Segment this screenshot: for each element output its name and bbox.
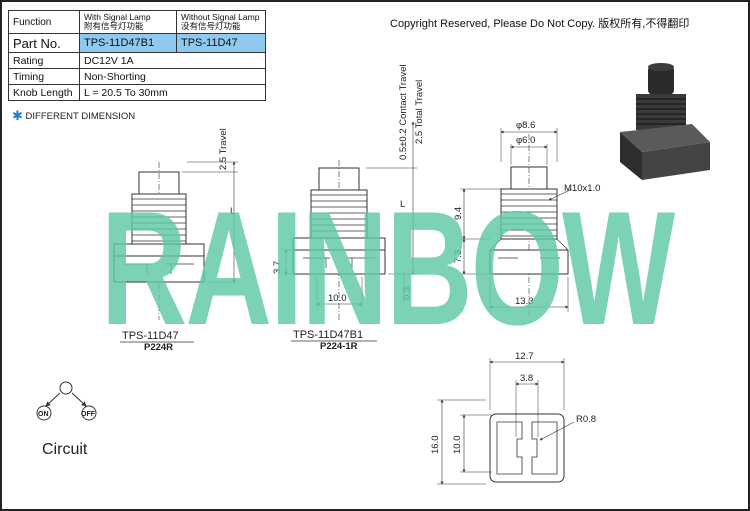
copyright-text: Copyright Reserved, Please Do Not Copy. … xyxy=(390,18,690,30)
switch-left-drawing xyxy=(113,161,238,320)
circuit-on-label: ON xyxy=(38,411,49,418)
knob-row: Knob Length L = 20.5 To 30mm xyxy=(8,84,266,101)
right-thread-height: 9.4 xyxy=(453,207,464,220)
asterisk-icon: ✱ xyxy=(12,108,23,123)
mid-length-dim: L xyxy=(400,199,405,210)
part-row: Part No. TPS-11D47B1 TPS-11D47 xyxy=(8,33,266,53)
mid-model-name: TPS-11D47B1 xyxy=(293,329,363,341)
with-lamp-cn: 附有信号灯功能 xyxy=(84,21,144,31)
switch-mid-drawing xyxy=(282,121,417,320)
left-model-name: TPS-11D47 xyxy=(122,330,179,342)
without-lamp-cn: 没有信号灯功能 xyxy=(181,21,241,31)
footprint-inner-height: 10.0 xyxy=(452,436,463,455)
mid-lower-height-dim: 3.7 xyxy=(272,261,283,274)
circuit-diagram xyxy=(36,381,97,421)
knob-label: Knob Length xyxy=(8,84,80,101)
right-outer-diameter: φ8.6 xyxy=(516,120,535,131)
footprint-width: 12.7 xyxy=(515,351,534,362)
right-inner-diameter: φ6.0 xyxy=(516,135,535,146)
knob-value: L = 20.5 To 30mm xyxy=(79,84,266,101)
without-lamp-en: Without Signal Lamp xyxy=(181,12,260,22)
footprint-radius: R0.8 xyxy=(576,414,596,425)
left-travel-dim: 2.5 Travel xyxy=(218,128,229,170)
left-length-dim: L xyxy=(230,206,235,217)
rainbow-watermark: RAINBOW xyxy=(101,179,676,360)
switch-right-drawing xyxy=(460,128,573,317)
mid-total-travel-dim: 2.5 Total Travel xyxy=(414,80,425,144)
circuit-label: Circuit xyxy=(42,441,88,458)
footprint-center: 3.8 xyxy=(520,373,533,384)
note-text: DIFFERENT DIMENSION xyxy=(25,111,136,122)
circuit-off-label: OFF xyxy=(81,411,96,418)
mid-model-code: P224-1R xyxy=(320,341,358,352)
rating-row: Rating DC12V 1A xyxy=(8,52,266,69)
different-dimension-note: ✱ DIFFERENT DIMENSION xyxy=(12,108,135,124)
part-without-lamp: TPS-11D47 xyxy=(176,33,266,53)
with-lamp-en: With Signal Lamp xyxy=(84,12,151,22)
right-thread-spec: M10x1.0 xyxy=(564,183,600,194)
mid-offset-dim: 0.3 xyxy=(402,287,413,300)
mid-width-dim: 10.0 xyxy=(328,293,347,304)
mid-contact-travel-dim: 0.5±0.2 Contact Travel xyxy=(398,64,409,160)
right-width: 13.3 xyxy=(515,296,534,307)
left-model-code: P224R xyxy=(144,342,173,353)
switch-photo xyxy=(620,63,710,180)
footprint-height: 16.0 xyxy=(430,436,441,455)
right-base-height: 7.3 xyxy=(453,250,464,263)
footprint-drawing xyxy=(437,358,575,485)
